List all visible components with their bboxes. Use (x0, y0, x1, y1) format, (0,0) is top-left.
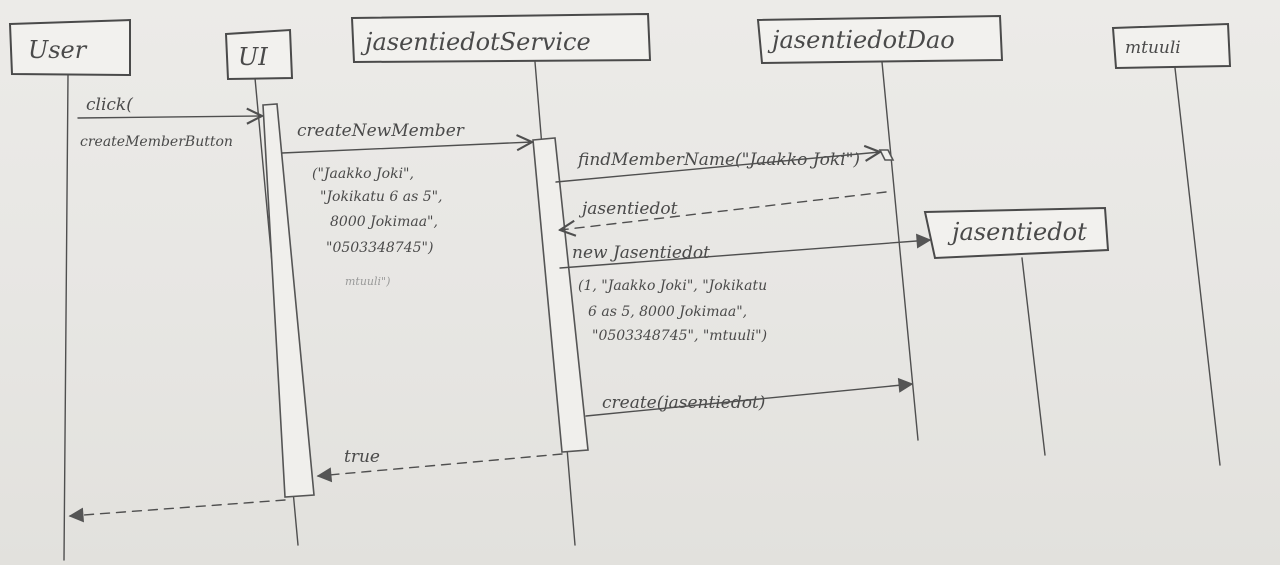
message-create-new-member-arg-4: "0503348745") (326, 240, 433, 256)
lifeline-user (63, 74, 69, 561)
participant-user: User (28, 36, 88, 64)
message-click-label-2: createMemberButton (80, 134, 233, 150)
message-create: create(jasentiedot) (585, 384, 912, 417)
participant-mtuuli: mtuuli (1125, 38, 1181, 58)
lifeline-dao (881, 61, 919, 441)
message-find-member-name: findMemberName("Jaakko Joki") (555, 150, 880, 183)
activation-service (532, 137, 589, 453)
message-create-new-member-arg-3: 8000 Jokimaa", (330, 214, 438, 230)
message-create-label: create(jasentiedot) (602, 393, 765, 413)
participant-boxes: User UI jasentiedotService jasentiedotDa… (8, 12, 1232, 260)
return-to-user-arrow (70, 499, 286, 516)
message-click-label: click( (86, 95, 133, 115)
message-create-new-member-arg-1: ("Jaakko Joki", (312, 166, 414, 182)
object-jasentiedot-box (923, 206, 1110, 260)
participant-service-box (350, 12, 652, 64)
message-click-arrow (77, 116, 262, 118)
message-find-member-name-label: findMemberName("Jaakko Joki") (576, 150, 860, 170)
return-true-arrow (318, 453, 563, 476)
message-create-new-member-label: createNewMember (297, 121, 465, 141)
return-jasentiedot-arrow (560, 191, 887, 230)
message-create-new-member: createNewMember ("Jaakko Joki", "Jokikat… (281, 121, 532, 288)
participant-mtuuli-box (1111, 22, 1232, 70)
object-jasentiedot: jasentiedot (947, 218, 1087, 246)
return-jasentiedot-label: jasentiedot (578, 199, 678, 219)
message-new-jasentiedot: new Jasentiedot (1, "Jaakko Joki", "Joki… (559, 240, 930, 344)
message-new-jasentiedot-arrow (559, 240, 930, 269)
message-click: click( createMemberButton (77, 95, 262, 150)
participant-dao: jasentiedotDao (767, 26, 955, 54)
message-new-jasentiedot-label: new Jasentiedot (572, 243, 710, 263)
message-new-jasentiedot-arg-3: "0503348745", "mtuuli") (592, 328, 767, 344)
participant-ui-box (224, 28, 294, 81)
return-true: true (318, 447, 563, 476)
lifeline-jasentiedot (1021, 257, 1046, 456)
message-create-new-member-faint: mtuuli") (345, 275, 390, 288)
activations (262, 103, 895, 498)
message-new-jasentiedot-arg-1: (1, "Jaakko Joki", "Jokikatu (578, 278, 767, 294)
message-create-new-member-arg-2: "Jokikatu 6 as 5", (320, 189, 443, 205)
return-true-label: true (344, 447, 380, 467)
message-create-arrow (585, 384, 912, 417)
activation-dao-find (878, 149, 895, 161)
return-to-user (70, 499, 286, 516)
return-jasentiedot: jasentiedot (560, 191, 887, 230)
message-find-member-name-arrow (555, 152, 880, 183)
message-new-jasentiedot-arg-2: 6 as 5, 8000 Jokimaa", (588, 304, 747, 320)
participant-dao-box (756, 14, 1004, 65)
lifeline-mtuuli (1174, 67, 1221, 466)
participant-ui: UI (238, 43, 268, 71)
activation-ui (262, 103, 315, 498)
message-create-new-member-arrow (281, 142, 532, 154)
participant-service: jasentiedotService (360, 28, 591, 56)
participant-user-box (8, 18, 131, 77)
